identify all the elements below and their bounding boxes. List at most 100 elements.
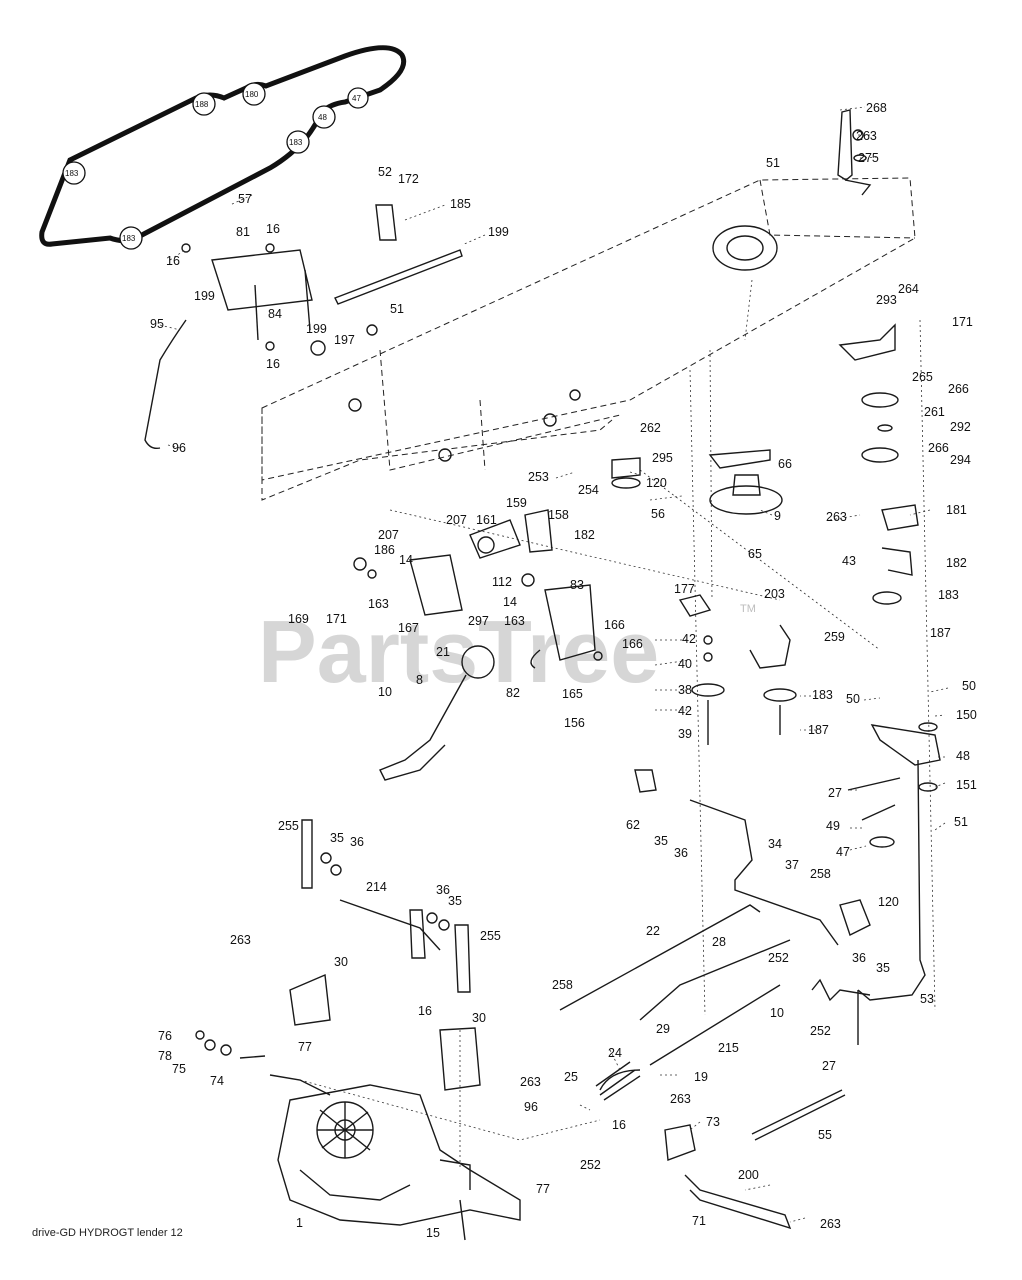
part-callout: 258 [552, 978, 573, 992]
part-callout: 15 [426, 1226, 440, 1240]
part-callout: 266 [948, 382, 969, 396]
part-callout: 263 [826, 510, 847, 524]
part-callout: 215 [718, 1041, 739, 1055]
diagram-footer: drive-GD HYDROGT lender 12 [32, 1227, 183, 1239]
part-callout: 36 [350, 835, 364, 849]
drive-belt-diagram [39, 45, 407, 250]
part-callout: 30 [472, 1011, 486, 1025]
part-callout: 25 [564, 1070, 578, 1084]
part-callout: 38 [678, 683, 692, 697]
part-callout: 28 [712, 935, 726, 949]
belt-callout: 183 [65, 169, 79, 178]
part-callout: 19 [694, 1070, 708, 1084]
part-callout: 96 [172, 441, 186, 455]
part-callout: 14 [503, 595, 517, 609]
belt-callout: 48 [318, 113, 327, 122]
part-callout: 27 [828, 786, 842, 800]
part-callout: 29 [656, 1022, 670, 1036]
part-callout: 16 [166, 254, 180, 268]
part-callout: 177 [674, 582, 695, 596]
part-callout: 166 [622, 637, 643, 651]
part-callout: 254 [578, 483, 599, 497]
part-callout: 55 [818, 1128, 832, 1142]
part-callout: 30 [334, 955, 348, 969]
lift-lever-parts [611, 109, 919, 605]
part-callout: 16 [612, 1118, 626, 1132]
part-callout: 183 [812, 688, 833, 702]
part-callout: 292 [950, 420, 971, 434]
part-callout: 187 [930, 626, 951, 640]
part-callout: 171 [952, 315, 973, 329]
part-callout: 36 [436, 883, 450, 897]
part-callout: 163 [368, 597, 389, 611]
part-callout: 158 [548, 508, 569, 522]
belt-callout: 183 [289, 138, 303, 147]
part-callout: 252 [580, 1158, 601, 1172]
part-callout: 167 [398, 621, 419, 635]
part-callout: 81 [236, 225, 250, 239]
part-callout: 43 [842, 554, 856, 568]
part-callout: 24 [608, 1046, 622, 1060]
part-callout: 83 [570, 578, 584, 592]
part-callout: 161 [476, 513, 497, 527]
part-callout: 48 [956, 749, 970, 763]
part-callout: 39 [678, 727, 692, 741]
belt-callout: 188 [195, 100, 209, 109]
front-linkage-parts [144, 204, 463, 450]
part-callout: 77 [536, 1182, 550, 1196]
belt-callout: 47 [352, 94, 361, 103]
part-callout: 120 [878, 895, 899, 909]
part-callout: 183 [938, 588, 959, 602]
part-callout: 42 [682, 632, 696, 646]
part-callout: 75 [172, 1062, 186, 1076]
part-callout: 166 [604, 618, 625, 632]
idler-assemblies [353, 509, 797, 781]
part-callout: 51 [954, 815, 968, 829]
leader-lines [159, 106, 949, 1223]
part-callout: 266 [928, 441, 949, 455]
part-callout: 120 [646, 476, 667, 490]
part-callout: 294 [950, 453, 971, 467]
part-callout: 9 [774, 509, 781, 523]
part-callout: 14 [399, 553, 413, 567]
part-callout: 171 [326, 612, 347, 626]
tractor-frame [261, 177, 936, 1170]
belt-callout: 180 [245, 90, 259, 99]
part-callout: 199 [306, 322, 327, 336]
part-callout: 36 [674, 846, 688, 860]
part-callout: 214 [366, 880, 387, 894]
belt-pulley-callouts: 180 188 47 48 183 183 183 [65, 90, 361, 243]
part-callout: 57 [238, 192, 252, 206]
part-callout: 187 [808, 723, 829, 737]
part-callout: 186 [374, 543, 395, 557]
part-callout: 293 [876, 293, 897, 307]
part-callout: 52 [378, 165, 392, 179]
part-callout: 21 [436, 645, 450, 659]
part-callout: 255 [480, 929, 501, 943]
part-callout: 8 [416, 673, 423, 687]
part-callout: 156 [564, 716, 585, 730]
part-callout: 71 [692, 1214, 706, 1228]
part-callout: 263 [820, 1217, 841, 1231]
part-callout: 295 [652, 451, 673, 465]
part-callout: 53 [920, 992, 934, 1006]
part-callout: 199 [488, 225, 509, 239]
part-callout: 76 [158, 1029, 172, 1043]
part-callout: 268 [866, 101, 887, 115]
part-callout: 172 [398, 172, 419, 186]
part-callout: 10 [770, 1006, 784, 1020]
part-callout: 84 [268, 307, 282, 321]
part-callout: 261 [924, 405, 945, 419]
part-callout: 265 [912, 370, 933, 384]
part-callout: 182 [946, 556, 967, 570]
part-callout: 62 [626, 818, 640, 832]
part-callout: 263 [670, 1092, 691, 1106]
part-callout: 16 [266, 357, 280, 371]
part-callout: 255 [278, 819, 299, 833]
part-callout: 182 [574, 528, 595, 542]
part-callout: 22 [646, 924, 660, 938]
part-callout: 34 [768, 837, 782, 851]
part-callout: 51 [766, 156, 780, 170]
